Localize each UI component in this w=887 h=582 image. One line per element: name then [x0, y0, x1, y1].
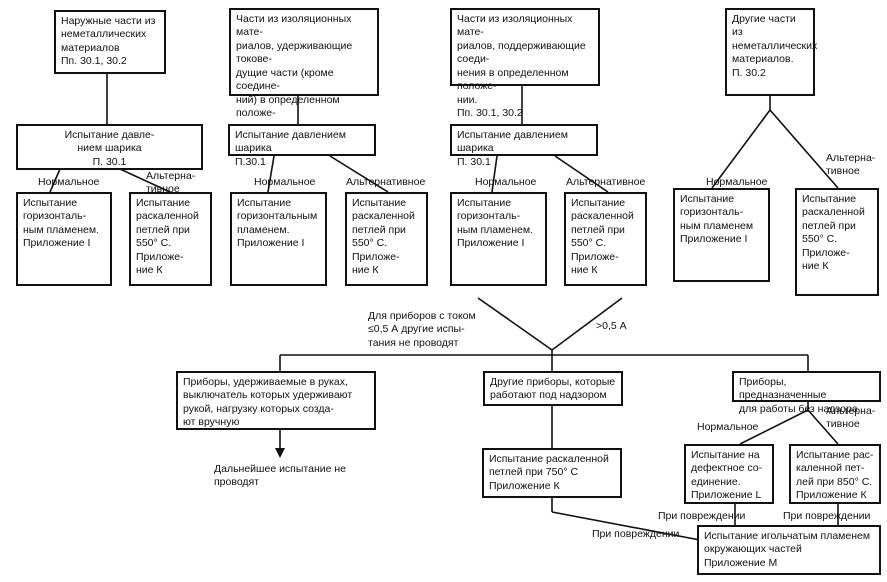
- box-text: Испытание на дефектное со- единение. При…: [691, 449, 763, 502]
- unattended-branch-normal: Нормальное: [697, 421, 759, 433]
- horizontal-flame-test-3: Испытание горизонталь- ным пламенем. При…: [450, 192, 547, 286]
- damage-label-1: При повреждении: [658, 510, 746, 522]
- glow-wire-550-test-4: Испытание раскаленной петлей при 550° С.…: [795, 188, 879, 296]
- horizontal-flame-test-4: Испытание горизонталь- ным пламенем Прил…: [673, 188, 770, 282]
- box-text: Другие приборы, которые работают под над…: [490, 376, 616, 402]
- no-further-testing-note: Дальнейшее испытание не проводят: [214, 463, 347, 489]
- box-text: Части из изоляционных мате- риалов, удер…: [236, 13, 353, 146]
- box-supervised-devices: Другие приборы, которые работают под над…: [483, 371, 623, 406]
- box-text: Испытание рас- каленной пет- лей при 850…: [796, 449, 874, 502]
- box-text: Испытание горизонталь- ным пламенем. При…: [457, 197, 533, 250]
- damage-label-2: При повреждении: [783, 510, 871, 522]
- unattended-branch-alt: Альтерна- тивное: [826, 405, 876, 431]
- glow-wire-550-test-2: Испытание раскаленной петлей при 550° С.…: [345, 192, 428, 286]
- branch-normal-2: Нормальное: [254, 176, 316, 188]
- box-text: Части из изоляционных мате- риалов, подд…: [457, 13, 586, 120]
- box-text: Испытание раскаленной петлей при 550° С.…: [136, 197, 199, 277]
- box-external-nonmetal-parts: Наружные части из неметаллических матери…: [54, 10, 166, 74]
- box-text: Наружные части из неметаллических матери…: [61, 15, 156, 68]
- box-other-nonmetal-parts: Другие части из неметаллических материал…: [725, 8, 818, 96]
- horizontal-flame-test-2: Испытание горизонтальным пламенем. Прило…: [230, 192, 327, 286]
- horizontal-flame-test-1: Испытание горизонталь- ным пламенем. При…: [16, 192, 112, 286]
- branch-alt-3: Альтернативное: [566, 176, 646, 188]
- box-text: Испытание раскаленной петлей при 550° С.…: [571, 197, 634, 277]
- glow-wire-850-test: Испытание рас- каленной пет- лей при 850…: [789, 444, 881, 504]
- ball-pressure-test-1: Испытание давле- нием шарика П. 30.1: [16, 124, 203, 170]
- box-text: Другие части из неметаллических материал…: [732, 13, 818, 79]
- branch-alt-4: Альтерна- тивное: [826, 152, 876, 178]
- needle-flame-test: Испытание игольчатым пламенем окружающих…: [697, 525, 881, 575]
- box-text: Испытание раскаленной петлей при 550° С.…: [802, 193, 865, 273]
- branch-normal-3: Нормальное: [475, 176, 537, 188]
- defective-connection-test: Испытание на дефектное со- единение. При…: [684, 444, 774, 504]
- branch-normal-1: Нормальное: [38, 176, 100, 188]
- box-unattended-devices: Приборы, предназначенные для работы без …: [732, 371, 881, 415]
- current-low-note: Для приборов с током ≤0,5 А другие испы-…: [368, 310, 476, 349]
- box-text: Испытание давлением шарика П.30.1: [235, 129, 346, 168]
- box-handheld-devices: Приборы, удерживаемые в руках, выключате…: [176, 371, 376, 430]
- box-text: Испытание давлением шарика П. 30.1: [457, 129, 568, 168]
- box-text: Приборы, предназначенные для работы без …: [739, 376, 858, 415]
- ball-pressure-test-2: Испытание давлением шарика П.30.1: [228, 124, 376, 168]
- branch-alt-2: Альтернативное: [346, 176, 426, 188]
- glow-wire-550-test-1: Испытание раскаленной петлей при 550° С.…: [129, 192, 212, 286]
- branch-normal-4: Нормальное: [706, 176, 768, 188]
- box-text: Испытание раскаленной петлей при 750° С …: [489, 453, 609, 492]
- ball-pressure-test-3: Испытание давлением шарика П. 30.1: [450, 124, 598, 168]
- box-text: Испытание давле- нием шарика П. 30.1: [64, 129, 155, 168]
- glow-wire-750-test: Испытание раскаленной петлей при 750° С …: [482, 448, 622, 498]
- box-text: Испытание горизонталь- ным пламенем. При…: [23, 197, 99, 250]
- box-insulating-supporting-connections: Части из изоляционных мате- риалов, подд…: [450, 8, 600, 119]
- glow-wire-550-test-3: Испытание раскаленной петлей при 550° С.…: [564, 192, 647, 286]
- damage-label-3: При повреждении: [592, 528, 680, 540]
- box-insulating-holding-live-parts: Части из изоляционных мате- риалов, удер…: [229, 8, 379, 146]
- box-text: Испытание раскаленной петлей при 550° С.…: [352, 197, 415, 277]
- current-high-note: >0,5 А: [596, 320, 627, 332]
- box-text: Приборы, удерживаемые в руках, выключате…: [183, 376, 353, 429]
- box-text: Испытание горизонталь- ным пламенем Прил…: [680, 193, 754, 246]
- box-text: Испытание горизонтальным пламенем. Прило…: [237, 197, 318, 250]
- box-text: Испытание игольчатым пламенем окружающих…: [704, 530, 871, 569]
